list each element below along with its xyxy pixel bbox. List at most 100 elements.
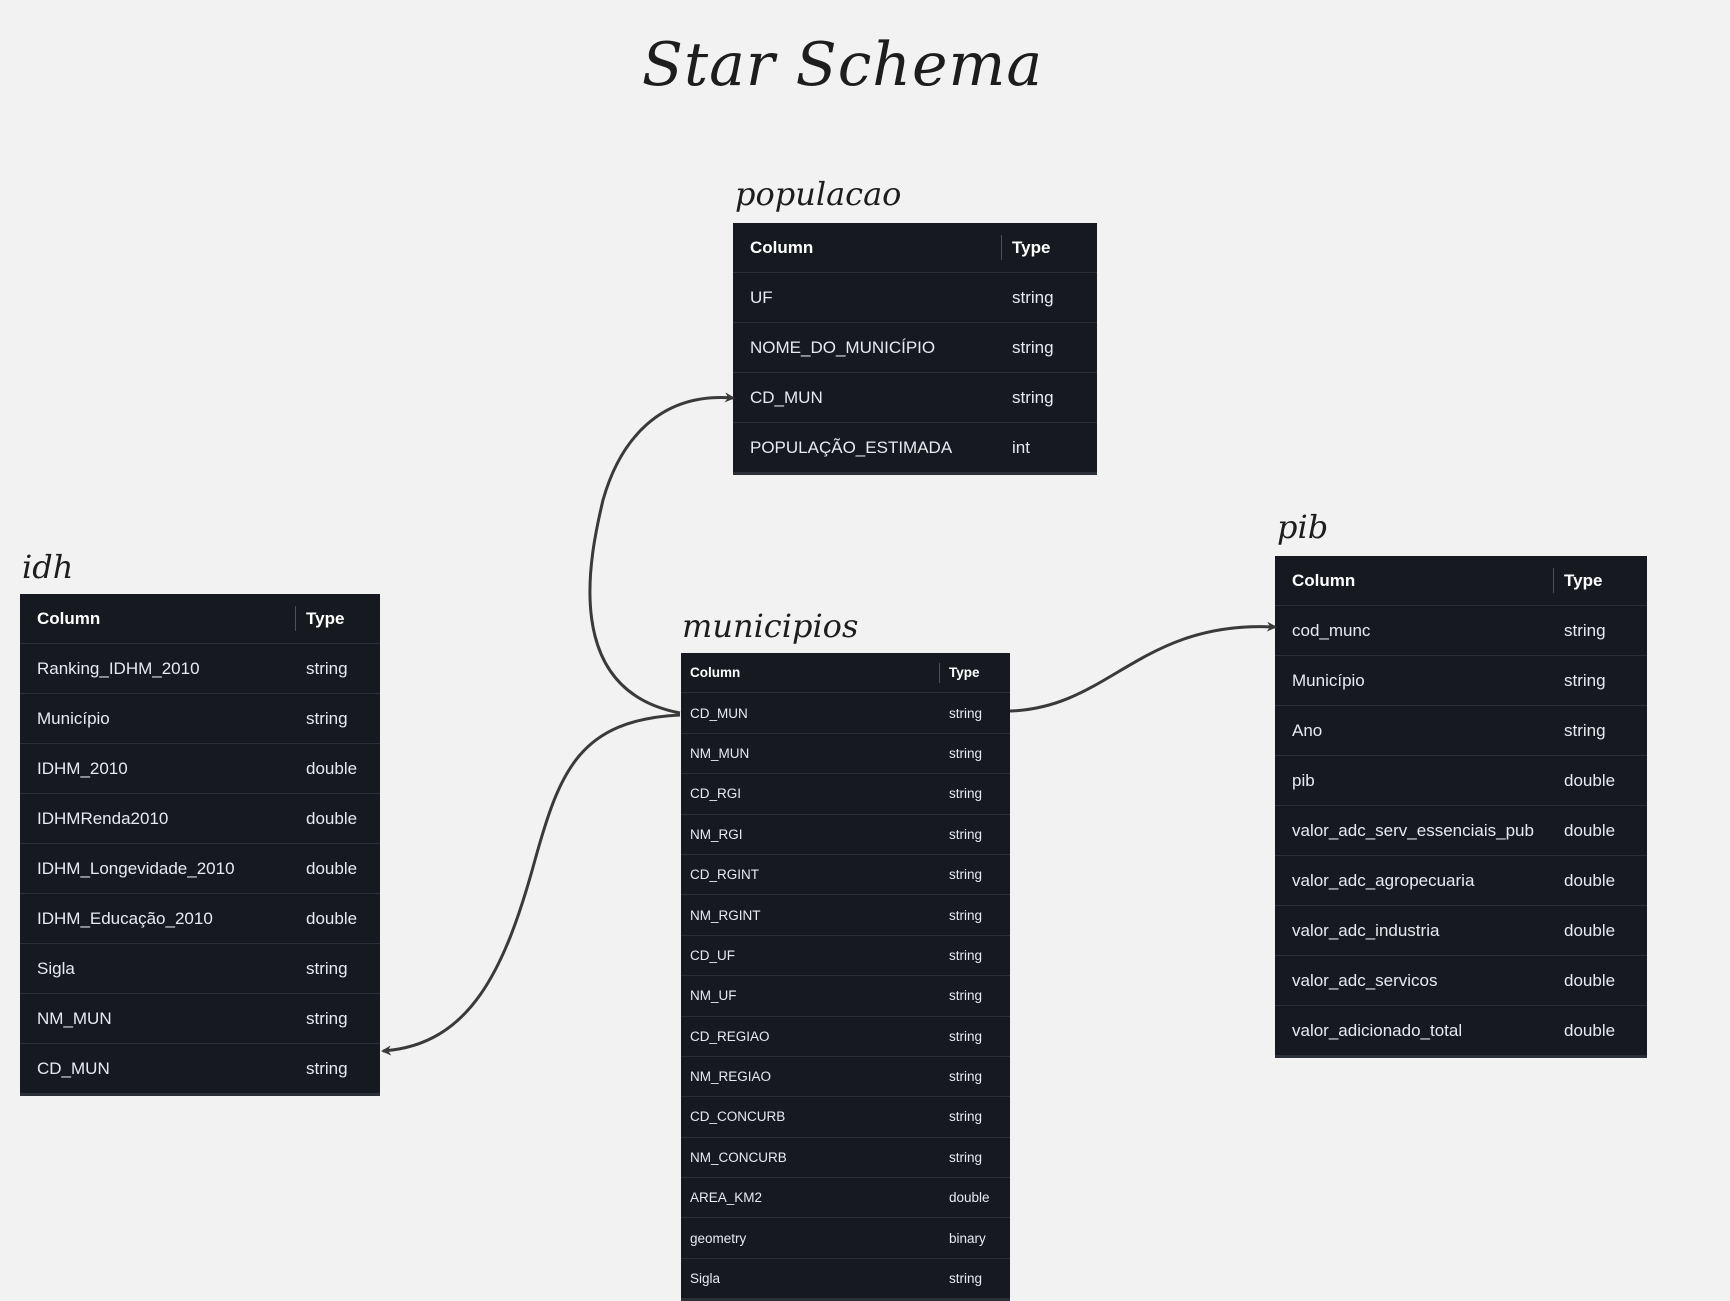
column-name-cell: NM_UF: [681, 975, 939, 1017]
column-name-cell: CD_MUN: [681, 692, 939, 734]
column-name-cell: valor_adc_servicos: [1275, 955, 1553, 1006]
column-type-cell: string: [939, 773, 1010, 815]
column-name-cell: AREA_KM2: [681, 1177, 939, 1219]
column-header: Column: [681, 653, 939, 694]
column-type-cell: string: [939, 854, 1010, 896]
column-name-cell: CD_REGIAO: [681, 1016, 939, 1057]
column-type-cell: string: [939, 1016, 1010, 1057]
column-header: Column: [733, 223, 1001, 273]
column-type-cell: string: [295, 993, 380, 1044]
column-header: Column: [1275, 556, 1553, 606]
column-name-cell: NM_REGIAO: [681, 1056, 939, 1098]
column-name-cell: CD_MUN: [20, 1043, 295, 1096]
column-name-cell: Município: [1275, 655, 1553, 706]
column-name-cell: pib: [1275, 755, 1553, 806]
column-type-cell: string: [939, 1137, 1010, 1179]
column-name-cell: valor_adicionado_total: [1275, 1005, 1553, 1058]
column-type-cell: double: [1553, 955, 1647, 1006]
column-type-cell: double: [295, 843, 380, 894]
column-type-cell: string: [939, 1258, 1010, 1301]
column-type-cell: int: [1001, 422, 1097, 475]
column-type-cell: string: [939, 1056, 1010, 1098]
column-name-cell: UF: [733, 272, 1001, 323]
type-header: Type: [1553, 556, 1647, 606]
type-header: Type: [1001, 223, 1097, 273]
relation-arrow-municipios-populacao: [588, 392, 735, 715]
column-type-cell: double: [295, 893, 380, 944]
column-name-cell: IDHMRenda2010: [20, 793, 295, 844]
column-name-cell: NM_MUN: [20, 993, 295, 1044]
column-type-cell: double: [1553, 805, 1647, 856]
table-name-municipios: municipios: [682, 607, 859, 645]
column-type-cell: string: [1001, 322, 1097, 373]
column-name-cell: valor_adc_serv_essenciais_pub: [1275, 805, 1553, 856]
column-type-cell: string: [1001, 372, 1097, 423]
diagram-title: Star Schema: [641, 30, 1044, 100]
column-name-cell: CD_UF: [681, 935, 939, 977]
column-name-cell: Sigla: [681, 1258, 939, 1301]
table-name-pib: pib: [1277, 508, 1329, 546]
column-name-cell: NM_CONCURB: [681, 1137, 939, 1179]
column-name-cell: NM_MUN: [681, 733, 939, 775]
column-type-cell: string: [939, 894, 1010, 936]
column-type-cell: string: [939, 1096, 1010, 1138]
column-name-cell: CD_RGI: [681, 773, 939, 815]
column-name-cell: Ranking_IDHM_2010: [20, 643, 295, 694]
column-type-cell: string: [1553, 605, 1647, 656]
column-type-cell: binary: [939, 1217, 1010, 1259]
column-type-cell: string: [295, 643, 380, 694]
column-type-cell: double: [1553, 1005, 1647, 1058]
relation-arrow-municipios-idh: [381, 713, 681, 1056]
column-type-cell: string: [939, 814, 1010, 855]
table-name-populacao: populacao: [735, 175, 902, 213]
column-name-cell: geometry: [681, 1217, 939, 1259]
column-type-cell: string: [1553, 655, 1647, 706]
column-type-cell: double: [1553, 855, 1647, 906]
column-type-cell: double: [295, 743, 380, 794]
column-type-cell: string: [939, 975, 1010, 1017]
type-header: Type: [295, 594, 380, 644]
column-header: Column: [20, 594, 295, 644]
column-type-cell: double: [1553, 905, 1647, 956]
column-name-cell: NM_RGI: [681, 814, 939, 855]
column-type-cell: string: [295, 943, 380, 994]
column-name-cell: CD_CONCURB: [681, 1096, 939, 1138]
column-name-cell: NM_RGINT: [681, 894, 939, 936]
column-type-cell: string: [295, 1043, 380, 1096]
column-name-cell: CD_MUN: [733, 372, 1001, 423]
table-name-idh: idh: [22, 548, 74, 586]
column-name-cell: valor_adc_agropecuaria: [1275, 855, 1553, 906]
column-name-cell: valor_adc_industria: [1275, 905, 1553, 956]
